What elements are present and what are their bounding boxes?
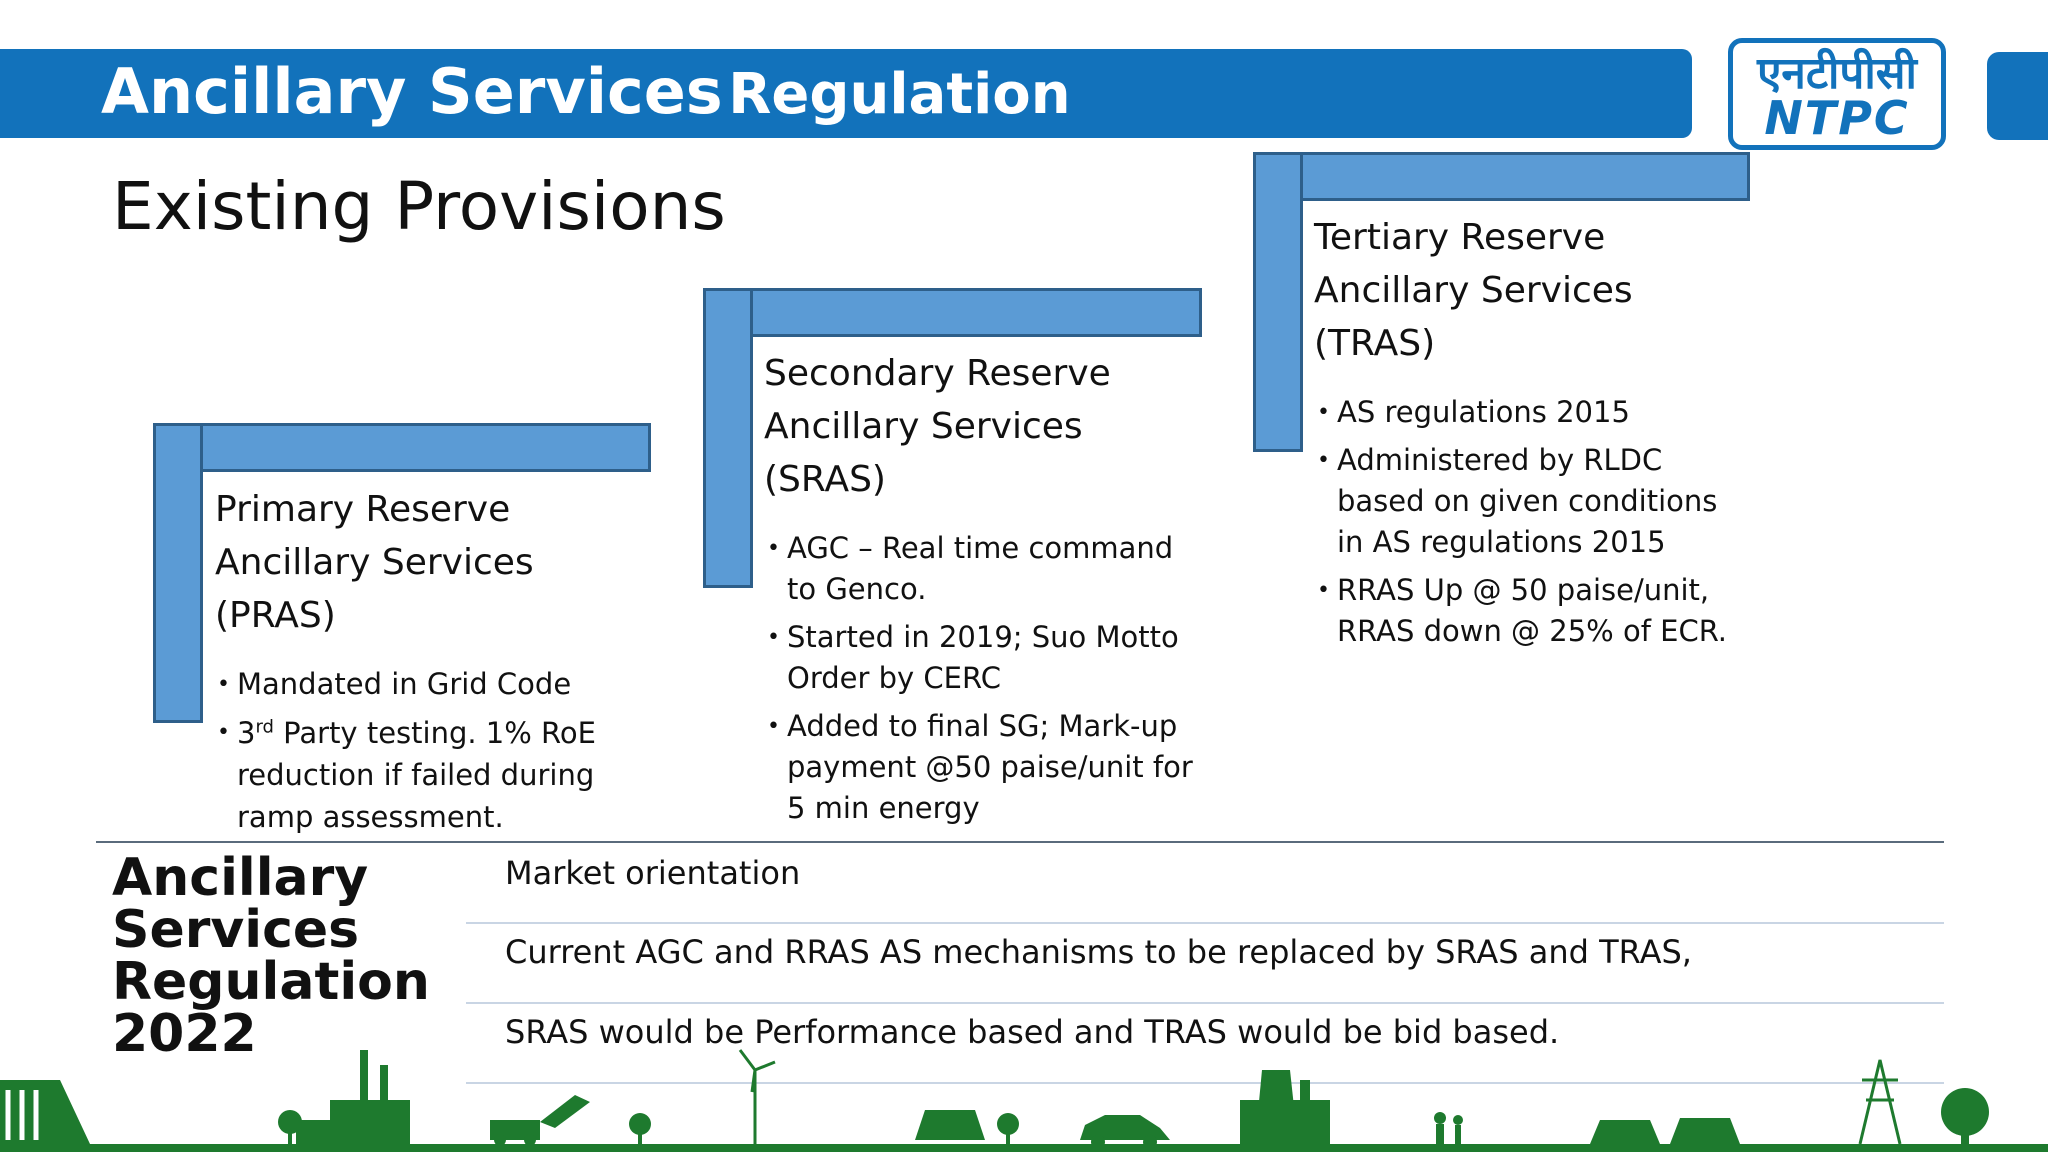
step-2-title-line: Secondary Reserve bbox=[764, 353, 1111, 394]
step-3-bar-vertical bbox=[1253, 152, 1303, 452]
step-3-title-line: (TRAS) bbox=[1314, 323, 1436, 364]
step-1-bullets: Mandated in Grid Code 3rd Party testing.… bbox=[217, 664, 596, 845]
section-divider bbox=[96, 841, 1944, 843]
step-1-title-line: Ancillary Services bbox=[215, 542, 534, 583]
excavator-icon bbox=[490, 1095, 590, 1146]
step-3-title: Tertiary Reserve Ancillary Services (TRA… bbox=[1314, 211, 1633, 370]
step-3-title-line: Tertiary Reserve bbox=[1314, 217, 1606, 258]
footer-illustration bbox=[0, 1049, 2048, 1152]
logo-hindi-text: एनटीपीसी bbox=[1757, 48, 1917, 99]
step-1-bar-vertical bbox=[153, 423, 203, 723]
list-item: Mandated in Grid Code bbox=[217, 664, 596, 705]
regulation-row-text: Current AGC and RRAS AS mechanisms to be… bbox=[505, 933, 1692, 971]
solar-panel-icon bbox=[915, 1110, 1740, 1144]
step-1-title-line: (PRAS) bbox=[215, 595, 336, 636]
regulation-title-line: Services bbox=[112, 900, 360, 960]
people-icon bbox=[1434, 1112, 1463, 1144]
list-item: RRAS Up @ 50 paise/unit,RRAS down @ 25% … bbox=[1317, 570, 1727, 652]
step-1-title: Primary Reserve Ancillary Services (PRAS… bbox=[215, 483, 534, 642]
regulation-title: Ancillary Services Regulation 2022 bbox=[112, 852, 452, 1060]
row-divider bbox=[466, 922, 1944, 924]
dam-icon bbox=[0, 1080, 90, 1144]
step-1-title-line: Primary Reserve bbox=[215, 489, 511, 530]
row-divider bbox=[466, 1002, 1944, 1004]
step-2-bar-horizontal bbox=[703, 288, 1202, 337]
section-heading: Existing Provisions bbox=[112, 168, 726, 245]
list-item: AS regulations 2015 bbox=[1317, 392, 1727, 433]
regulation-row-text: Market orientation bbox=[505, 854, 801, 892]
header-banner-right bbox=[1987, 52, 2048, 140]
slide-title: Ancillary Services Regulation bbox=[101, 52, 1071, 132]
slide-title-part1: Ancillary Services bbox=[101, 55, 723, 128]
step-3-bar-horizontal bbox=[1253, 152, 1750, 201]
transmission-tower-icon bbox=[1858, 1059, 1902, 1145]
row-divider bbox=[466, 1082, 1944, 1084]
slide-title-part2: Regulation bbox=[728, 62, 1071, 127]
dam-spillway-icon bbox=[5, 1090, 39, 1140]
ntpc-logo: एनटीपीसी NTPC bbox=[1728, 38, 1946, 150]
car-icon bbox=[1080, 1115, 1170, 1149]
step-3-title-line: Ancillary Services bbox=[1314, 270, 1633, 311]
regulation-title-line: 2022 bbox=[112, 1004, 257, 1064]
tree-icon bbox=[278, 1088, 1989, 1144]
step-2-title-line: (SRAS) bbox=[764, 459, 886, 500]
regulation-title-line: Regulation bbox=[112, 952, 430, 1012]
step-2-title-line: Ancillary Services bbox=[764, 406, 1083, 447]
regulation-title-line: Ancillary bbox=[112, 848, 369, 908]
step-3-bullets: AS regulations 2015 Administered by RLDC… bbox=[1317, 392, 1727, 659]
step-2-title: Secondary Reserve Ancillary Services (SR… bbox=[764, 347, 1111, 506]
power-plant-icon bbox=[1240, 1070, 1330, 1144]
step-2-bar-vertical bbox=[703, 288, 753, 588]
wind-turbine-icon bbox=[738, 1049, 776, 1144]
factory-icon bbox=[296, 1050, 410, 1144]
logo-english-text: NTPC bbox=[1764, 91, 1910, 145]
ground-strip bbox=[0, 1144, 2048, 1152]
header-banner bbox=[0, 49, 1692, 138]
step-1-bar-horizontal bbox=[153, 423, 651, 472]
regulation-row-text: SRAS would be Performance based and TRAS… bbox=[505, 1013, 1560, 1051]
